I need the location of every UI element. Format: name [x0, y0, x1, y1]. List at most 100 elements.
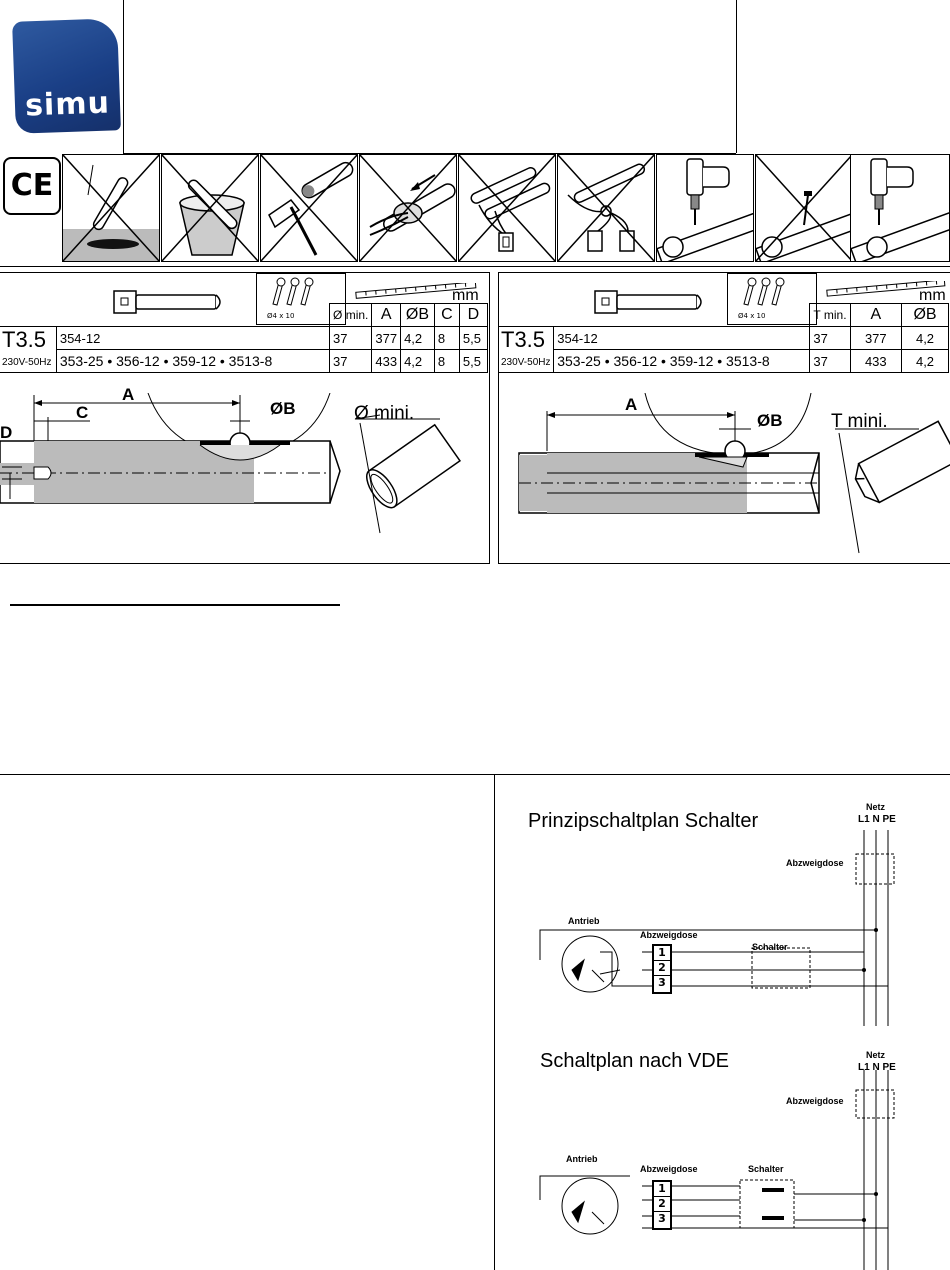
unit-label: mm	[919, 287, 946, 304]
warning-panel-8	[755, 154, 853, 262]
drill-allowed-icon	[851, 158, 949, 261]
model-name: T3.5	[501, 327, 546, 352]
warning-panel-3	[260, 154, 358, 262]
value-cell: 37	[809, 326, 851, 350]
no-parallel-switches-icon	[558, 155, 654, 261]
switch-label: Schalter	[752, 942, 788, 952]
logo-text: simu	[24, 85, 111, 124]
tube-min-label: Ø mini.	[354, 403, 415, 424]
header-a: A	[849, 303, 903, 327]
left-tech-section: Ø4 x 10 mm Ø min. A ØB C D T3.5 230V-50H…	[0, 272, 490, 564]
rivets-icon	[743, 277, 785, 306]
ce-mark: CE	[3, 157, 61, 215]
no-drop-icon	[63, 155, 159, 261]
terminal-3: 3	[658, 1212, 666, 1225]
motor-label: Antrieb	[566, 1154, 598, 1164]
unit-label: mm	[452, 287, 479, 304]
motor-drawing	[113, 290, 221, 314]
value-cell: 4,2	[400, 326, 435, 350]
header-divider-left	[123, 0, 124, 153]
ruler-icon	[355, 283, 477, 299]
simu-logo: simu	[12, 18, 121, 134]
junction-box-top-label: Abzweigdose	[786, 858, 844, 868]
rivets-icon	[272, 277, 314, 306]
net-lines-label: L1 N PE	[858, 814, 896, 825]
no-pull-cable-icon	[360, 155, 456, 261]
rivet-size-label: Ø4 x 10	[267, 312, 295, 320]
junction-box-label: Abzweigdose	[640, 930, 698, 940]
terminal-2: 2	[654, 961, 670, 976]
terminal-1: 1	[654, 946, 670, 961]
header-d: D	[458, 303, 489, 327]
voltage: 230V-50Hz	[501, 357, 551, 368]
warning-panel-5	[458, 154, 556, 262]
value-cell: 4,2	[901, 349, 949, 373]
header-b: ØB	[400, 303, 435, 327]
lower-section-divider	[494, 774, 495, 1270]
value-cell: 377	[849, 326, 903, 350]
value-cell: 37	[809, 349, 851, 373]
warning-panel-1	[62, 154, 160, 262]
table-row: 353-25 • 356-12 • 359-12 • 3513-8 37 433…	[0, 349, 489, 373]
voltage: 230V-50Hz	[2, 357, 52, 368]
dim-b-label: ØB	[270, 399, 296, 418]
section-underline	[10, 604, 340, 606]
junction-box-label: Abzweigdose	[640, 1164, 698, 1174]
no-screw-icon	[756, 155, 852, 261]
table-row: 353-25 • 356-12 • 359-12 • 3513-8 37 433…	[499, 349, 949, 373]
rivets-box: Ø4 x 10	[727, 273, 817, 325]
value-cell: 5,5	[458, 326, 489, 350]
header-c: C	[433, 303, 460, 327]
net-lines-label: L1 N PE	[858, 1062, 896, 1073]
left-spec-table: Ø min. A ØB C D T3.5 230V-50Hz 354-12 37…	[0, 303, 489, 373]
value-cell: 37	[329, 349, 373, 373]
ref-cell: 353-25 • 356-12 • 359-12 • 3513-8	[55, 349, 331, 373]
right-tech-section: Ø4 x 10 mm T min. A ØB T3.5 230V-50Hz 35…	[497, 272, 950, 564]
header-min: Ø min.	[329, 303, 373, 327]
diagram-title: Schaltplan nach VDE	[540, 1050, 730, 1072]
ref-cell: 353-25 • 356-12 • 359-12 • 3513-8	[553, 349, 811, 373]
value-cell: 8	[433, 326, 460, 350]
right-spec-table: T min. A ØB T3.5 230V-50Hz 354-12 37 377…	[497, 303, 949, 373]
value-cell: 433	[849, 349, 903, 373]
value-cell: 8	[433, 349, 460, 373]
header-a: A	[371, 303, 402, 327]
value-cell: 4,2	[400, 349, 435, 373]
dim-d-label: D	[0, 423, 13, 442]
wiring-lines-2	[539, 1070, 895, 1270]
no-parallel-motors-icon	[459, 155, 555, 261]
switch-label: Schalter	[748, 1164, 784, 1174]
terminal-block: 1 2 3	[652, 1180, 672, 1230]
net-label: Netz	[866, 1050, 886, 1060]
no-immersion-icon	[162, 155, 258, 261]
warning-panel-6	[557, 154, 655, 262]
value-cell: 5,5	[458, 349, 489, 373]
value-cell: 377	[371, 326, 402, 350]
value-cell: 37	[329, 326, 373, 350]
terminal-3: 3	[658, 976, 666, 989]
left-tube-drawing	[0, 393, 462, 534]
value-cell: 433	[371, 349, 402, 373]
header-t-min: T min.	[809, 303, 851, 327]
right-tube-drawing	[518, 393, 950, 554]
motor-drawing	[594, 290, 702, 314]
table-row: T3.5 230V-50Hz 354-12 37 377 4,2 8 5,5	[0, 326, 489, 373]
table-row: T3.5 230V-50Hz 354-12 37 377 4,2	[497, 326, 949, 373]
ref-cell: 354-12	[553, 326, 811, 350]
diagram-title: Prinzipschaltplan Schalter	[528, 810, 759, 832]
warning-panel-4	[359, 154, 457, 262]
warning-panel-2	[161, 154, 259, 262]
dim-a-label: A	[122, 385, 135, 404]
drill-allowed-icon	[657, 158, 753, 261]
ruler-icon	[826, 281, 946, 297]
net-label: Netz	[866, 802, 886, 812]
model-name: T3.5	[2, 327, 47, 352]
terminal-1: 1	[654, 1182, 670, 1197]
ref-cell: 354-12	[55, 326, 331, 350]
lower-section-top-rule	[0, 774, 950, 775]
motor-label: Antrieb	[568, 916, 600, 926]
dim-c-label: C	[76, 403, 89, 422]
warnings-bottom-rule	[0, 266, 950, 267]
value-cell: 4,2	[901, 326, 949, 350]
junction-box-top-label: Abzweigdose	[786, 1096, 844, 1106]
